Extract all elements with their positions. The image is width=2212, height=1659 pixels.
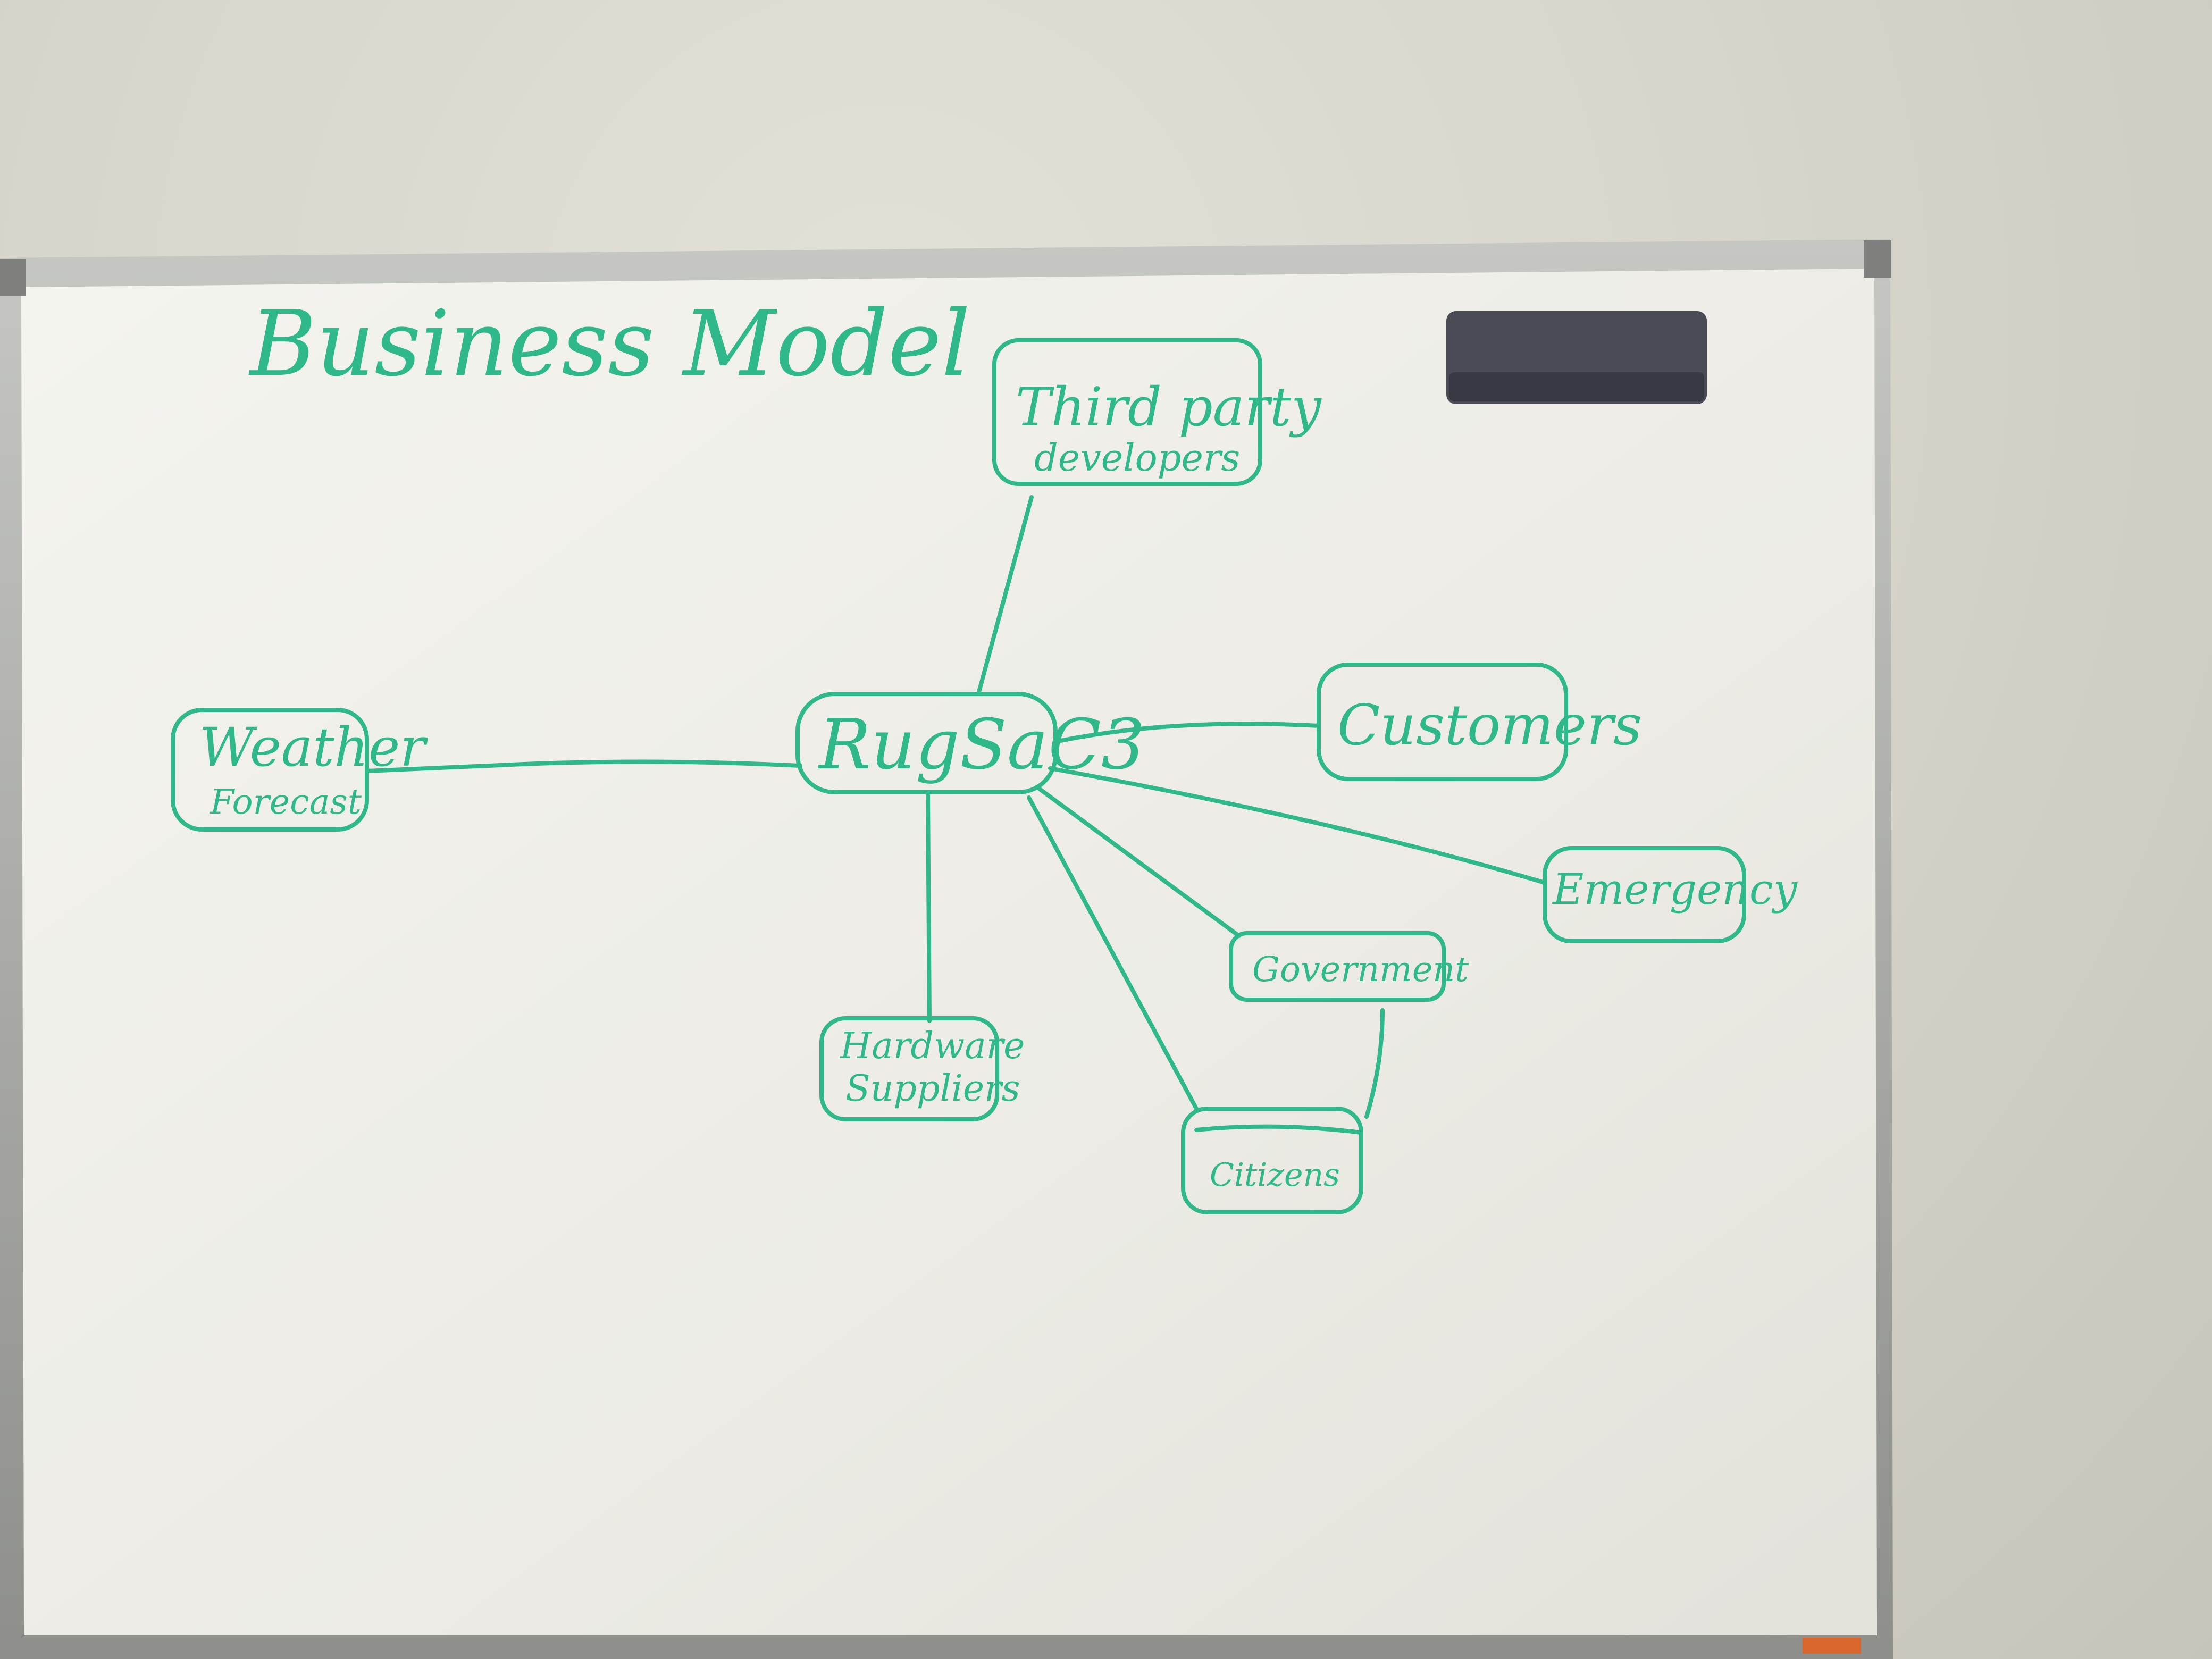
node-government-label: Government — [1252, 950, 1469, 990]
node-center-rugsac3: RugSaC3 — [795, 692, 1145, 794]
line-to-hardware — [926, 793, 932, 1023]
connector-lines — [365, 495, 1547, 1119]
node-hardware-line1: Hardware — [839, 1025, 1025, 1067]
node-weather-line2: Forecast — [210, 782, 362, 822]
node-customers-label: Customers — [1337, 693, 1642, 758]
node-weather: Weather Forecast — [171, 708, 428, 832]
node-hardware: Hardware Suppliers — [819, 1016, 1025, 1121]
board-title: Business Model — [248, 291, 970, 397]
whiteboard-frame — [0, 239, 1893, 1659]
node-third-party-line1: Third party — [1016, 376, 1322, 438]
line-to-weather — [365, 759, 802, 773]
line-to-citizens — [1027, 795, 1199, 1111]
node-citizens-label: Citizens — [1210, 1157, 1340, 1194]
crossed-out-word — [1194, 1124, 1363, 1135]
node-emergency: Emergency — [1543, 846, 1798, 943]
node-weather-line1: Weather — [199, 716, 428, 778]
line-to-emergency — [1048, 766, 1547, 885]
node-third-party-line2: developers — [1034, 436, 1240, 480]
line-to-customers — [1053, 722, 1321, 744]
line-to-third-party — [976, 495, 1034, 696]
eraser — [1446, 311, 1707, 404]
node-citizens: Citizens — [1181, 1107, 1363, 1214]
marker-tray-clip — [1803, 1638, 1861, 1654]
node-emergency-label: Emergency — [1552, 865, 1798, 914]
node-customers: Customers — [1317, 663, 1642, 781]
node-center-label: RugSaC3 — [818, 704, 1145, 785]
node-government: Government — [1229, 931, 1469, 1002]
node-third-party: Third party developers — [992, 338, 1322, 486]
line-government-citizens — [1364, 1008, 1385, 1119]
node-hardware-line2: Suppliers — [845, 1068, 1020, 1110]
line-to-government — [1035, 785, 1241, 938]
